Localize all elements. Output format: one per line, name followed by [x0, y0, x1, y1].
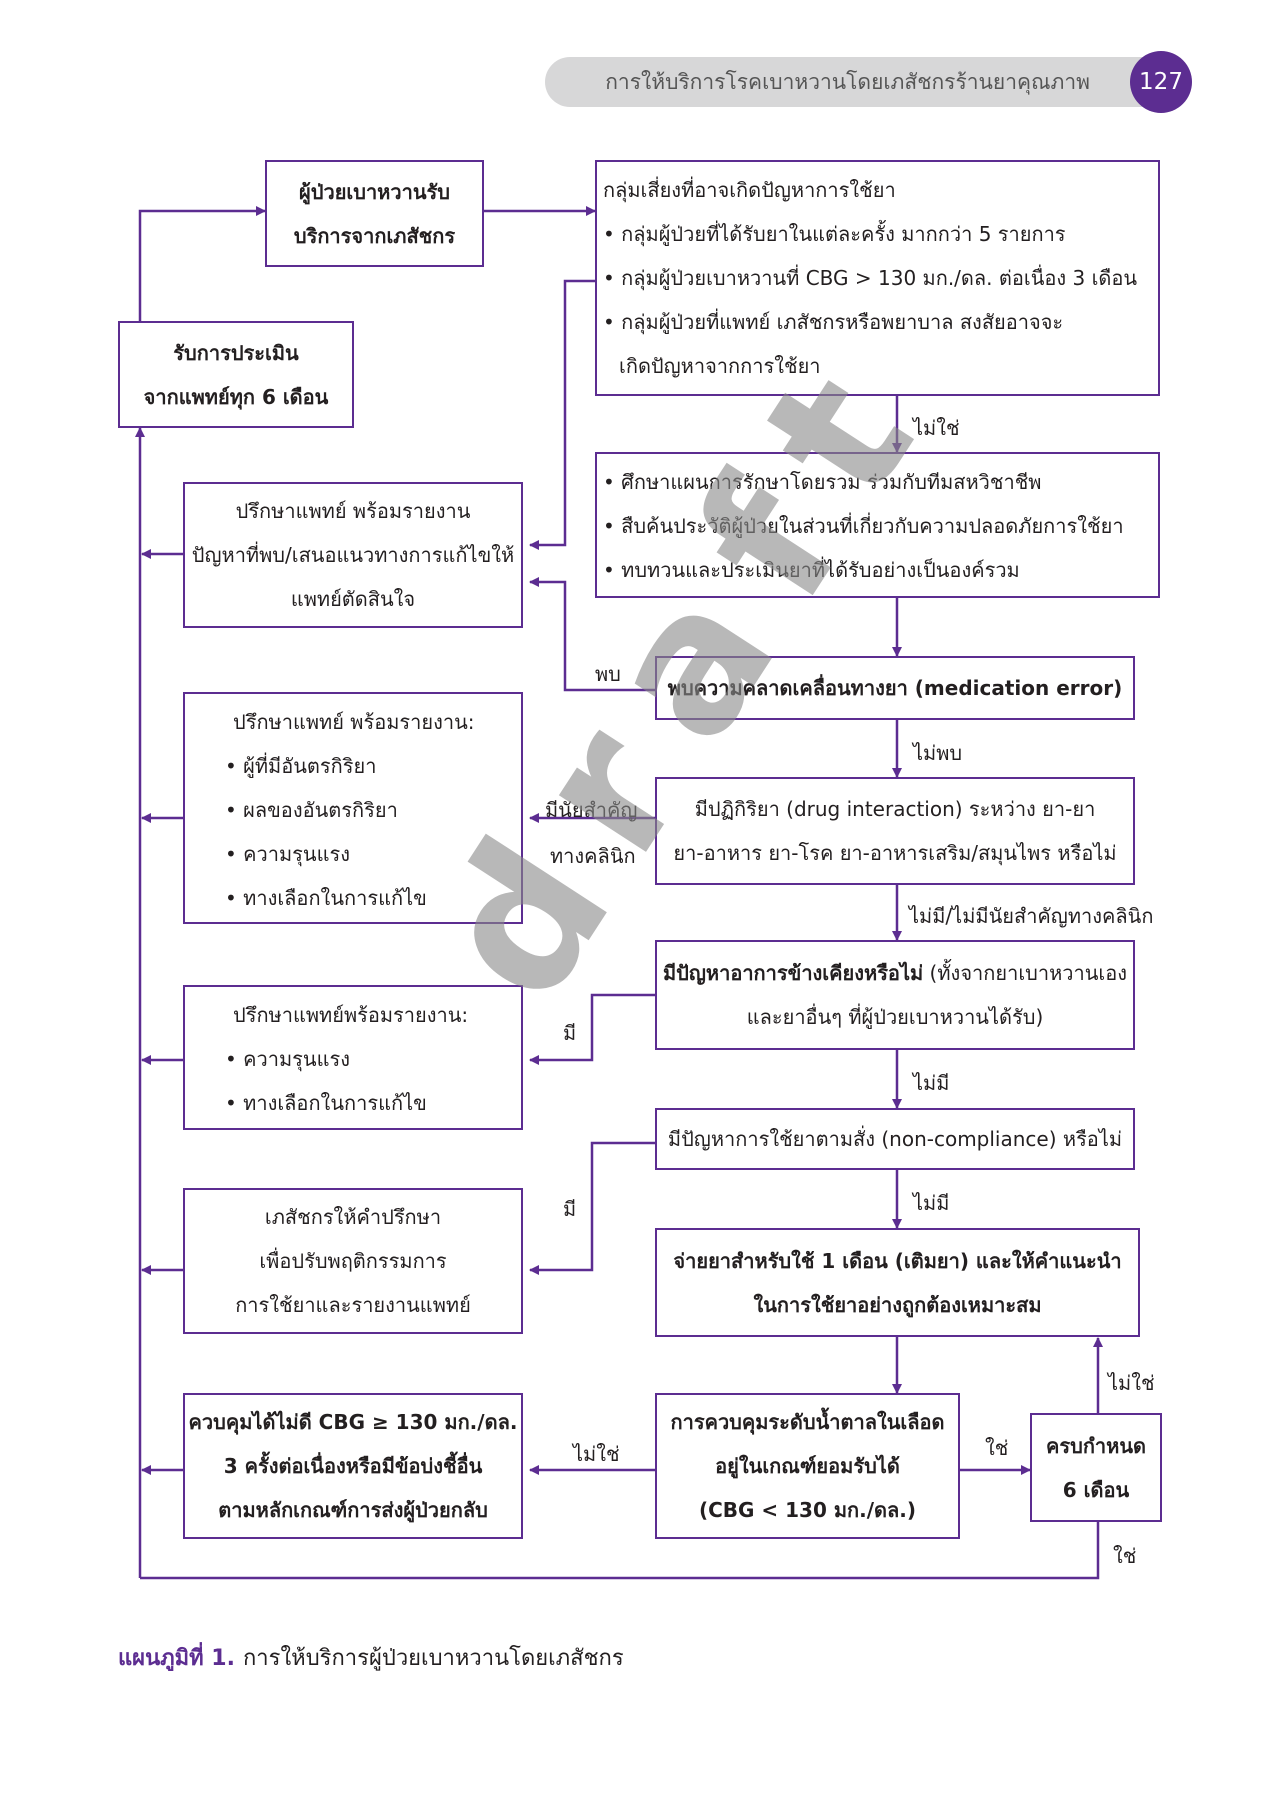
- control-line: อยู่ในเกณฑ์ยอมรับได้: [715, 1454, 900, 1478]
- label-yes-six-months: ใช่: [1113, 1544, 1137, 1568]
- risk-group-item: กลุ่มผู้ป่วยที่แพทย์ เภสัชกรหรือพยาบาล ส…: [603, 300, 1158, 344]
- study-item: ศึกษาแผนการรักษาโดยรวม ร่วมกับทีมสหวิชาช…: [603, 460, 1158, 504]
- non-compliance-box: มีปัญหาการใช้ยาตามสั่ง (non-compliance) …: [655, 1108, 1135, 1170]
- consult-doctor-box-1: ปรึกษาแพทย์ พร้อมรายงาน ปัญหาที่พบ/เสนอแ…: [183, 482, 523, 628]
- counsel-line: เพื่อปรับพฤติกรรมการ: [259, 1249, 447, 1273]
- consult-2-title: ปรึกษาแพทย์ พร้อมรายงาน:: [233, 710, 475, 734]
- medication-error-text: พบความคลาดเคลื่อนทางยา (medication error…: [667, 676, 1123, 700]
- control-line: การควบคุมระดับน้ำตาลในเลือด: [670, 1410, 945, 1434]
- start-line-1: ผู้ป่วยเบาหวานรับ: [299, 179, 450, 204]
- consult-2-item: ผู้ที่มีอันตรกิริยา: [225, 744, 521, 788]
- medication-error-box: พบความคลาดเคลื่อนทางยา (medication error…: [655, 656, 1135, 720]
- counsel-line: เภสัชกรให้คำปรึกษา: [264, 1205, 442, 1229]
- six-months-line: ครบกำหนด: [1046, 1433, 1146, 1458]
- consult-3-item: ทางเลือกในการแก้ไข: [225, 1081, 521, 1125]
- label-no-side-effect: ไม่มี: [913, 1071, 950, 1095]
- side-effect-line-2: และยาอื่นๆ ที่ผู้ป่วยเบาหวานได้รับ): [746, 1005, 1044, 1029]
- consult-1-line: ปรึกษาแพทย์ พร้อมรายงาน: [235, 499, 471, 523]
- consult-1-line: ปัญหาที่พบ/เสนอแนวทางการแก้ไขให้: [191, 543, 515, 567]
- start-line-2: บริการจากเภสัชกร: [293, 223, 456, 248]
- side-effect-box: มีปัญหาอาการข้างเคียงหรือไม่ (ทั้งจากยาเ…: [655, 940, 1135, 1050]
- consult-2-item: ผลของอันตรกิริยา: [225, 788, 521, 832]
- label-yes-compliance: มี: [563, 1197, 577, 1221]
- consult-2-item: ความรุนแรง: [225, 832, 521, 876]
- label-yes-control: ใช่: [985, 1436, 1009, 1460]
- label-no-control: ไม่ใช่: [573, 1442, 620, 1466]
- consult-1-line: แพทย์ตัดสินใจ: [290, 587, 416, 611]
- label-no-risk: ไม่ใช่: [913, 416, 960, 440]
- header-title: การให้บริการโรคเบาหวานโดยเภสัชกรร้านยาคุ…: [605, 70, 1090, 94]
- risk-group-title: กลุ่มเสี่ยงที่อาจเกิดปัญหาการใช้ยา: [603, 178, 896, 202]
- counsel-line: การใช้ยาและรายงานแพทย์: [235, 1293, 471, 1317]
- risk-group-continuation: เกิดปัญหาจากการใช้ยา: [619, 354, 821, 378]
- risk-group-item: กลุ่มผู้ป่วยที่ได้รับยาในแต่ละครั้ง มากก…: [603, 212, 1158, 256]
- study-box: ศึกษาแผนการรักษาโดยรวม ร่วมกับทีมสหวิชาช…: [595, 452, 1160, 598]
- label-significant-2: ทางคลินิก: [550, 844, 636, 868]
- side-effect-rest: (ทั้งจากยาเบาหวานเอง: [923, 961, 1128, 985]
- dispense-box: จ่ายยาสำหรับใช้ 1 เดือน (เติมยา) และให้ค…: [655, 1228, 1140, 1337]
- label-not-found: ไม่พบ: [913, 741, 963, 765]
- risk-group-item: กลุ่มผู้ป่วยเบาหวานที่ CBG > 130 มก./ดล.…: [603, 256, 1158, 300]
- evaluation-box: รับการประเมิน จากแพทย์ทุก 6 เดือน: [118, 321, 354, 428]
- label-significant-1: มีนัยสำคัญ: [545, 798, 638, 822]
- dispense-line: ในการใช้ยาอย่างถูกต้องเหมาะสม: [753, 1292, 1042, 1317]
- start-box: ผู้ป่วยเบาหวานรับ บริการจากเภสัชกร: [265, 160, 484, 267]
- consult-doctor-box-2: ปรึกษาแพทย์ พร้อมรายงาน: ผู้ที่มีอันตรกิ…: [183, 692, 523, 924]
- label-no-six-months: ไม่ใช่: [1108, 1371, 1155, 1395]
- label-no-insignificant: ไม่มี/ไม่มีนัยสำคัญทางคลินิก: [909, 904, 1154, 928]
- uncontrolled-line: ควบคุมได้ไม่ดี CBG ≥ 130 มก./ดล.: [188, 1410, 518, 1434]
- pharmacist-counsel-box: เภสัชกรให้คำปรึกษา เพื่อปรับพฤติกรรมการ …: [183, 1188, 523, 1334]
- glucose-control-box: การควบคุมระดับน้ำตาลในเลือด อยู่ในเกณฑ์ย…: [655, 1393, 960, 1539]
- interaction-line: ยา-อาหาร ยา-โรค ยา-อาหารเสริม/สมุนไพร หร…: [673, 841, 1117, 865]
- label-no-compliance: ไม่มี: [913, 1191, 950, 1215]
- label-found: พบ: [595, 662, 621, 686]
- consult-doctor-box-3: ปรึกษาแพทย์พร้อมรายงาน: ความรุนแรง ทางเล…: [183, 985, 523, 1130]
- side-effect-bold: มีปัญหาอาการข้างเคียงหรือไม่: [662, 961, 924, 985]
- evaluation-line-2: จากแพทย์ทุก 6 เดือน: [143, 384, 329, 409]
- study-item: ทบทวนและประเมินยาที่ได้รับอย่างเป็นองค์ร…: [603, 548, 1158, 592]
- caption-number: แผนภูมิที่ 1.: [118, 1646, 235, 1671]
- uncontrolled-line: ตามหลักเกณฑ์การส่งผู้ป่วยกลับ: [218, 1498, 488, 1522]
- consult-3-title: ปรึกษาแพทย์พร้อมรายงาน:: [233, 1003, 469, 1027]
- control-line: (CBG < 130 มก./ดล.): [698, 1498, 917, 1522]
- uncontrolled-box: ควบคุมได้ไม่ดี CBG ≥ 130 มก./ดล. 3 ครั้ง…: [183, 1393, 523, 1539]
- risk-group-box: กลุ่มเสี่ยงที่อาจเกิดปัญหาการใช้ยา กลุ่ม…: [595, 160, 1160, 396]
- drug-interaction-box: มีปฏิกิริยา (drug interaction) ระหว่าง ย…: [655, 777, 1135, 885]
- header-bar: [545, 57, 1155, 107]
- interaction-line: มีปฏิกิริยา (drug interaction) ระหว่าง ย…: [694, 797, 1096, 821]
- uncontrolled-line: 3 ครั้งต่อเนื่องหรือมีข้อบ่งชี้อื่น: [223, 1454, 483, 1478]
- evaluation-line-1: รับการประเมิน: [173, 340, 299, 365]
- study-item: สืบค้นประวัติผู้ป่วยในส่วนที่เกี่ยวกับคว…: [603, 504, 1158, 548]
- caption-text: การให้บริการผู้ป่วยเบาหวานโดยเภสัชกร: [242, 1646, 624, 1671]
- label-yes-side-effect: มี: [563, 1021, 577, 1045]
- consult-3-item: ความรุนแรง: [225, 1037, 521, 1081]
- six-months-box: ครบกำหนด 6 เดือน: [1030, 1413, 1162, 1522]
- six-months-line: 6 เดือน: [1062, 1477, 1130, 1502]
- compliance-text: มีปัญหาการใช้ยาตามสั่ง (non-compliance) …: [667, 1127, 1123, 1151]
- dispense-line: จ่ายยาสำหรับใช้ 1 เดือน (เติมยา) และให้ค…: [673, 1248, 1122, 1273]
- consult-2-item: ทางเลือกในการแก้ไข: [225, 876, 521, 920]
- page-number: 127: [1130, 51, 1192, 113]
- figure-caption: แผนภูมิที่ 1. การให้บริการผู้ป่วยเบาหวานโ…: [118, 1640, 624, 1675]
